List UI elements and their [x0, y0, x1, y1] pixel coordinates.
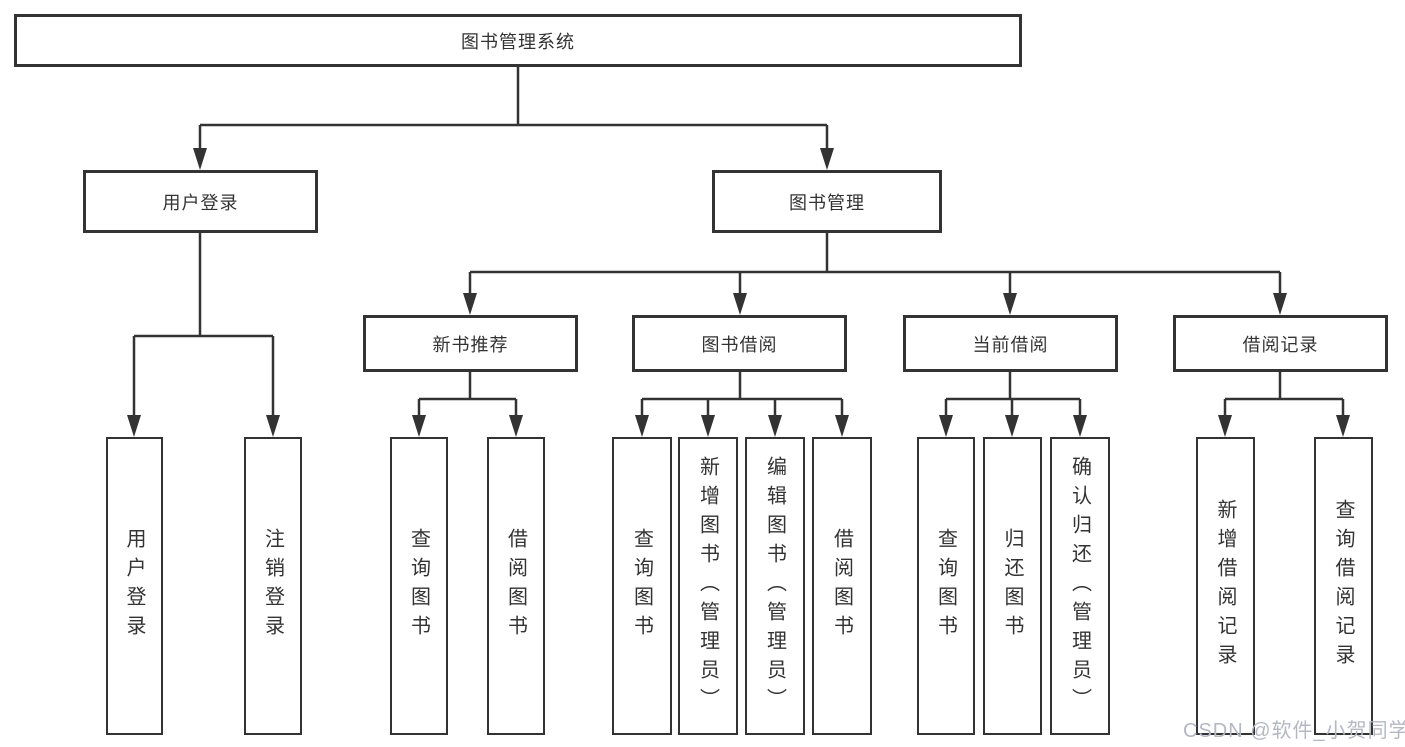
node-book-borrow: 图书借阅: [632, 315, 847, 372]
node-book-borrow-label: 图书借阅: [701, 334, 778, 355]
leaf-confirm-return-admin-label: 确认归还（管理员）: [1068, 455, 1091, 717]
node-current-borrow: 当前借阅: [903, 315, 1118, 372]
leaf-edit-books-admin: 编辑图书（管理员）: [745, 437, 805, 735]
leaf-query-borrow-record: 查询借阅记录: [1314, 437, 1373, 735]
node-borrow-record-label: 借阅记录: [1242, 334, 1319, 355]
leaf-logout-login-label: 注销登录: [261, 528, 284, 644]
leaf-query-books-2: 查询图书: [612, 437, 672, 735]
leaf-borrow-books: 借阅图书: [487, 437, 545, 735]
leaf-query-books: 查询图书: [390, 437, 448, 735]
leaf-query-books-2-label: 查询图书: [630, 528, 653, 644]
connector-lines: [132, 67, 1345, 418]
leaf-borrow-books-2: 借阅图书: [812, 437, 872, 735]
leaf-query-borrow-record-label: 查询借阅记录: [1332, 499, 1354, 673]
leaf-return-books: 归还图书: [983, 437, 1042, 735]
leaf-confirm-return-admin: 确认归还（管理员）: [1050, 437, 1110, 735]
node-borrow-record: 借阅记录: [1173, 315, 1388, 372]
node-root: 图书管理系统: [14, 14, 1022, 67]
node-root-label: 图书管理系统: [461, 31, 575, 52]
node-new-book-recommend: 新书推荐: [363, 315, 578, 372]
leaf-add-books-admin: 新增图书（管理员）: [678, 437, 738, 735]
leaf-logout-login: 注销登录: [244, 437, 302, 735]
leaf-edit-books-admin-label: 编辑图书（管理员）: [763, 455, 786, 717]
leaf-add-borrow-record-label: 新增借阅记录: [1214, 499, 1236, 673]
csdn-watermark: CSDN @软件_小贺同学: [1183, 720, 1405, 742]
node-user-login-label: 用户登录: [162, 192, 239, 213]
node-book-management: 图书管理: [712, 170, 942, 233]
leaf-add-books-admin-label: 新增图书（管理员）: [696, 455, 719, 717]
node-user-login: 用户登录: [83, 170, 318, 233]
leaf-user-login: 用户登录: [106, 437, 163, 735]
leaf-query-books-label: 查询图书: [407, 528, 430, 644]
leaf-add-borrow-record: 新增借阅记录: [1196, 437, 1255, 735]
leaf-query-books-3-label: 查询图书: [934, 528, 957, 644]
leaf-user-login-label: 用户登录: [123, 528, 145, 644]
node-book-management-label: 图书管理: [789, 192, 865, 213]
leaf-query-books-3: 查询图书: [917, 437, 975, 735]
leaf-borrow-books-2-label: 借阅图书: [830, 528, 853, 644]
leaf-return-books-label: 归还图书: [1001, 528, 1023, 644]
leaf-borrow-books-label: 借阅图书: [504, 528, 527, 644]
node-current-borrow-label: 当前借阅: [972, 334, 1049, 355]
connector-line-path: [132, 67, 1345, 418]
node-new-book-recommend-label: 新书推荐: [432, 334, 509, 355]
